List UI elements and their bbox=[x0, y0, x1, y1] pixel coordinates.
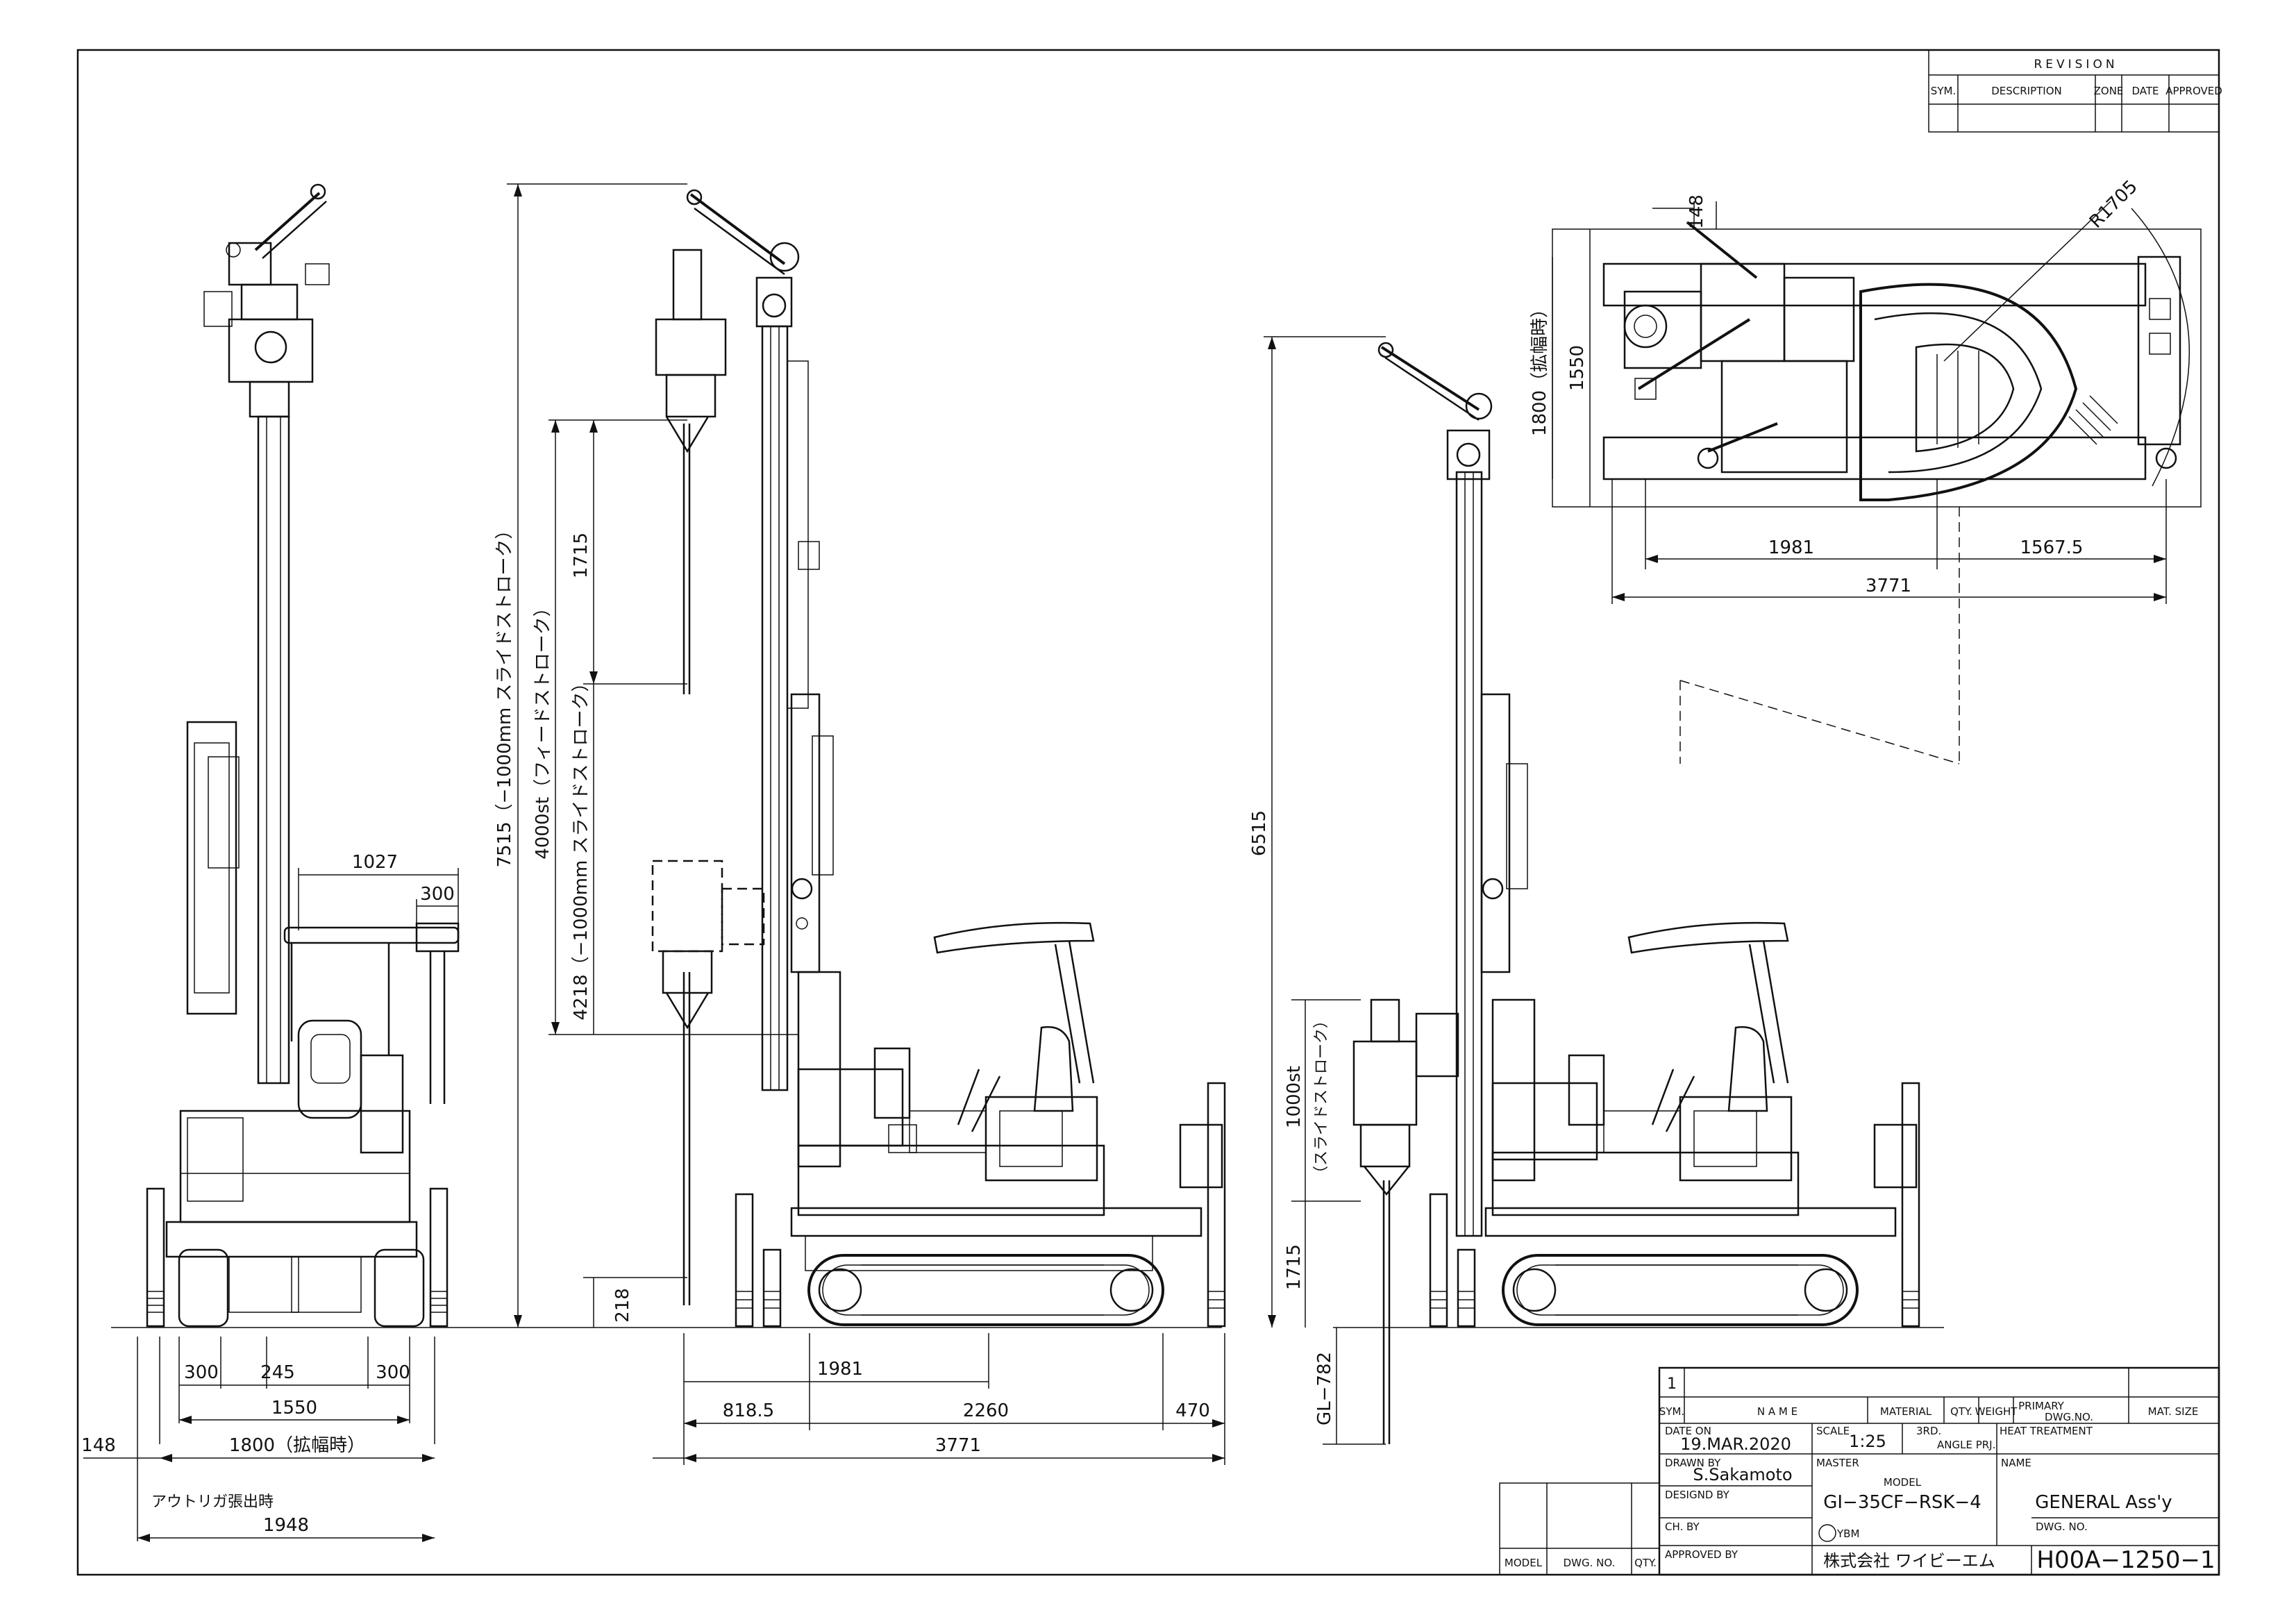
revision-col-date: DATE bbox=[2131, 85, 2159, 97]
dim-side-2260: 2260 bbox=[963, 1400, 1009, 1421]
scale-label: SCALE bbox=[1816, 1425, 1850, 1437]
name-value: GENERAL Ass'y bbox=[2035, 1492, 2172, 1513]
dim-front-148: 148 bbox=[81, 1435, 116, 1456]
dim-plan-3771: 3771 bbox=[1866, 576, 1911, 596]
dim-front-300-top: 300 bbox=[420, 884, 455, 905]
dim-front-1948: 1948 bbox=[263, 1515, 309, 1536]
dim-plan-1550: 1550 bbox=[1567, 345, 1588, 391]
company-name: 株式会社 ワイビーエム bbox=[1823, 1551, 1995, 1571]
drawn-value: S.Sakamoto bbox=[1693, 1465, 1792, 1484]
approved-label: APPROVED BY bbox=[1665, 1548, 1738, 1561]
name-label: NAME bbox=[2001, 1457, 2031, 1469]
dim-side-4218: 4218（−1000mm スライドストローク） bbox=[571, 673, 592, 1020]
dim-plan-r1705: R1705 bbox=[2086, 176, 2142, 233]
hdr-sym: SYM. bbox=[1659, 1405, 1684, 1418]
revision-col-sym: SYM. bbox=[1931, 85, 1956, 97]
dim-right-1000st-note: （スライドストローク） bbox=[1313, 1013, 1330, 1181]
revision-block: REVISION SYM. DESCRIPTION ZONE DATE APPR… bbox=[1928, 49, 2222, 133]
dim-front-300-right: 300 bbox=[376, 1362, 410, 1383]
revision-col-zone: ZONE bbox=[2094, 85, 2124, 97]
drawn-label: DRAWN BY bbox=[1665, 1457, 1721, 1469]
parts-row-number: 1 bbox=[1667, 1375, 1677, 1393]
date-value: 19.MAR.2020 bbox=[1680, 1434, 1791, 1454]
dim-front-245: 245 bbox=[260, 1362, 295, 1383]
dim-side-1715: 1715 bbox=[571, 533, 592, 578]
dim-side-3771: 3771 bbox=[935, 1435, 981, 1456]
dim-side-1981: 1981 bbox=[817, 1359, 863, 1380]
company-logo: YBM bbox=[1836, 1527, 1859, 1540]
hdr-qty: QTY. bbox=[1950, 1405, 1972, 1418]
dim-front-1800: 1800（拡幅時） bbox=[229, 1435, 365, 1456]
bl-model-header: MODEL bbox=[1505, 1557, 1543, 1569]
date-label: DATE ON bbox=[1665, 1425, 1711, 1437]
hdr-mat-size: MAT. SIZE bbox=[2148, 1405, 2199, 1418]
hdr-primary: PRIMARY bbox=[2018, 1400, 2065, 1412]
revision-title: REVISION bbox=[2034, 58, 2118, 72]
plan-view bbox=[1552, 201, 2202, 764]
company-logo-icon bbox=[1818, 1524, 1836, 1542]
outrigger-note: アウトリガ張出時 bbox=[151, 1493, 274, 1511]
hdr-weight: WEIGHT bbox=[1975, 1405, 2018, 1418]
dim-front-1550: 1550 bbox=[271, 1398, 317, 1418]
scale-value: 1:25 bbox=[1849, 1432, 1886, 1451]
check-label: CH. BY bbox=[1665, 1521, 1700, 1533]
model-label: MODEL bbox=[1884, 1476, 1922, 1489]
title-block: MODEL DWG. NO. QTY. 1 SYM. N A M E MATER… bbox=[1499, 1366, 2220, 1576]
dim-side-7515: 7515（−1000mm スライドストローク） bbox=[494, 521, 515, 867]
dim-right-gl782: GL−782 bbox=[1314, 1352, 1335, 1425]
hdr-material: MATERIAL bbox=[1880, 1405, 1932, 1418]
dim-side-218: 218 bbox=[612, 1288, 633, 1323]
dim-side-470: 470 bbox=[1175, 1400, 1210, 1421]
side-view-working bbox=[1352, 342, 1920, 1444]
revision-col-approved: APPROVED bbox=[2165, 85, 2222, 97]
dim-front-300-left: 300 bbox=[184, 1362, 219, 1383]
dim-plan-1981: 1981 bbox=[1768, 537, 1814, 558]
side-view-extended bbox=[651, 189, 1226, 1328]
design-label: DESIGND BY bbox=[1665, 1489, 1730, 1501]
hdr-primary-sub: DWG.NO. bbox=[2045, 1411, 2093, 1423]
dim-plan-148: 148 bbox=[1686, 194, 1707, 229]
bl-qty-header: QTY. bbox=[1634, 1557, 1657, 1569]
dim-side-818-5: 818.5 bbox=[723, 1400, 774, 1421]
dim-side-4000: 4000st（フィードストローク） bbox=[533, 598, 553, 859]
master-label: MASTER bbox=[1816, 1457, 1859, 1469]
dim-right-1715: 1715 bbox=[1284, 1244, 1305, 1290]
drawing-border bbox=[76, 49, 2220, 1576]
dwg-no-value: H00A−1250−1 bbox=[2036, 1546, 2215, 1574]
revision-col-description: DESCRIPTION bbox=[1991, 85, 2062, 97]
dim-plan-1567-5: 1567.5 bbox=[2020, 537, 2084, 558]
hdr-name: N A M E bbox=[1757, 1405, 1798, 1418]
dimension-labels: 1027 300 300 245 300 1550 1800（拡幅時） 148 … bbox=[81, 176, 2142, 1536]
model-value: GI−35CF−RSK−4 bbox=[1823, 1492, 1981, 1513]
bl-dwgno-header: DWG. NO. bbox=[1564, 1557, 1616, 1569]
dim-front-1027: 1027 bbox=[352, 852, 398, 873]
dwg-no-label: DWG. NO. bbox=[2036, 1521, 2088, 1533]
dim-right-1000st: 1000st bbox=[1284, 1066, 1305, 1128]
dimension-lines bbox=[83, 183, 2167, 1541]
dim-right-6515: 6515 bbox=[1249, 810, 1270, 856]
projection-sub: ANGLE PRJ. bbox=[1937, 1439, 1995, 1451]
dim-plan-1800: 1800（拡幅時） bbox=[1530, 300, 1550, 436]
projection-label: 3RD. bbox=[1916, 1425, 1941, 1437]
front-view bbox=[146, 183, 460, 1328]
heat-label: HEAT TREATMENT bbox=[2000, 1425, 2093, 1437]
